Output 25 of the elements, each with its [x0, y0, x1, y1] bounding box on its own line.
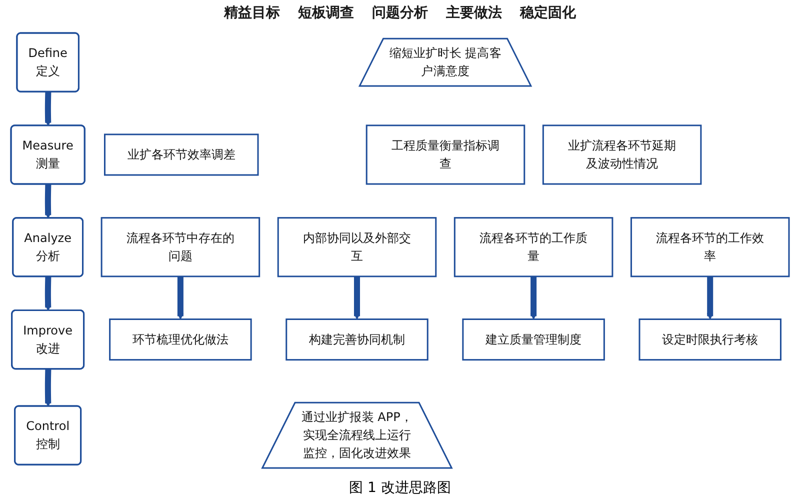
- node-box: 流程各环节的工作效率: [630, 217, 790, 278]
- arrow: [44, 276, 52, 311]
- node-box: 建立质量管理制度: [462, 318, 605, 361]
- node-box: 环节梳理优化做法: [109, 318, 252, 361]
- node-box: 构建完善协同机制: [286, 318, 428, 361]
- arrow: [706, 276, 714, 320]
- arrow: [44, 184, 52, 218]
- node-box: 业扩各环节效率调差: [104, 134, 259, 176]
- node-box: 设定时限执行考核: [638, 318, 782, 361]
- arrow: [530, 276, 537, 320]
- row-heading: 精益目标: [224, 4, 280, 22]
- node-box: 业扩流程各环节延期及波动性情况: [542, 124, 702, 185]
- arrow: [354, 276, 360, 320]
- arrow: [44, 368, 52, 407]
- row-heading: 问题分析: [372, 4, 428, 22]
- row-heading: 短板调查: [298, 4, 354, 22]
- node-box: 工程质量衡量指标调查: [366, 124, 526, 185]
- node-box: 流程各环节的工作质量: [454, 217, 614, 278]
- node-box: 内部协同以及外部交互: [277, 217, 437, 278]
- figure-caption: 图 1 改进思路图: [349, 479, 451, 497]
- arrow: [44, 92, 52, 126]
- node-box: 流程各环节中存在的问题: [100, 217, 260, 278]
- row-heading: 主要做法: [446, 4, 502, 22]
- row-heading: 稳定固化: [520, 4, 576, 22]
- arrow: [177, 276, 184, 320]
